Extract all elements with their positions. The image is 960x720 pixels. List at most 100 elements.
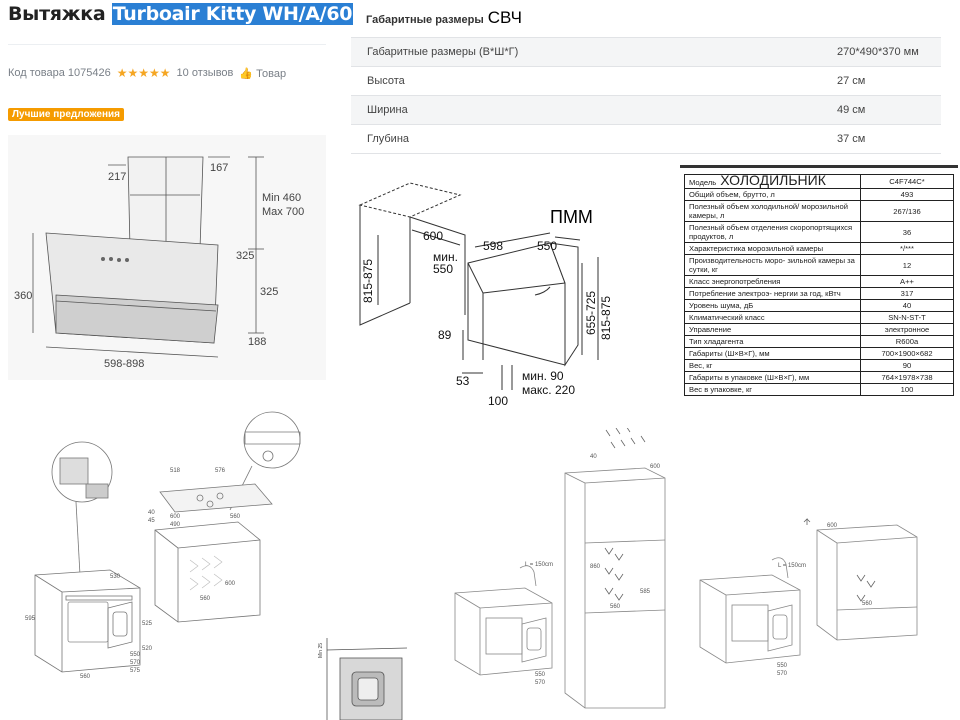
oven-dim-570: 570 (130, 660, 141, 666)
hood-dimension-drawing: 217 167 Min 460 Max 700 325 360 325 188 … (8, 135, 326, 380)
oven-dim-520: 520 (142, 646, 153, 652)
right-dim-570: 570 (777, 671, 788, 677)
table-row: Габаритные размеры (В*Ш*Г)270*490*370 мм (351, 37, 941, 67)
spec-value: A++ (860, 275, 954, 288)
product-title-prefix: Вытяжка (8, 3, 106, 25)
spec-label: Высота (351, 66, 825, 96)
tall-dim-585: 585 (640, 589, 651, 595)
spec-value: 40 (860, 299, 954, 312)
spec-value: 49 см (825, 95, 941, 125)
dim-815-875-left: 815-875 (361, 259, 375, 303)
spec-value: 267/136 (860, 200, 954, 222)
oven-dim-525: 525 (142, 621, 153, 627)
model-label: Модель (689, 178, 717, 187)
hob-dim-490: 490 (170, 522, 181, 528)
hob-dim-600: 600 (170, 514, 181, 520)
spec-value: 27 см (825, 66, 941, 96)
dim-815-875-right: 815-875 (599, 296, 613, 340)
oven-cabinet-installation-drawing: L = 150cm 600 560 550 570 (699, 518, 918, 677)
spec-label: Управление (684, 323, 861, 336)
right-dim-560: 560 (862, 601, 873, 607)
spec-label: Глубина (351, 124, 825, 154)
hob-dim-560: 560 (230, 514, 241, 520)
dim-188: 188 (248, 336, 266, 348)
best-offers-badge[interactable]: Лучшие предложения (8, 108, 125, 121)
reviews-link[interactable]: 10 отзывов (176, 67, 234, 79)
spec-value: 493 (860, 188, 954, 201)
spec-value: 764×1978×738 (860, 371, 954, 384)
tall-dim-600: 600 (650, 464, 661, 470)
wishlist-link[interactable]: 👍 Товар (239, 67, 286, 80)
spec-label: Полезный объем холодильной/ морозильной … (684, 200, 861, 222)
dim-min-90: мин. 90 (522, 369, 564, 383)
spec-value: 36 (860, 221, 954, 243)
product-title-selected[interactable]: Turboair Kitty WH/A/60 (111, 3, 354, 25)
microwave-tag: СВЧ (487, 8, 522, 27)
thumbs-up-icon: 👍 (239, 67, 254, 80)
oven-dim-595: 595 (25, 616, 36, 622)
dim-655-725: 655-725 (584, 291, 598, 335)
spec-value: 12 (860, 254, 954, 276)
cab-dim-560: 560 (200, 596, 211, 602)
table-row: Производительность моро- зильной камеры … (684, 254, 954, 276)
dim-550: 550 (537, 239, 557, 253)
rating-stars-icon[interactable]: ★★★★★ (116, 66, 171, 80)
spec-value: */*** (860, 242, 954, 255)
divider (8, 44, 326, 45)
spec-value: 700×1900×682 (860, 347, 954, 360)
dishwasher-dimension-drawing: 600 598 550 мин. 550 89 53 100 мин. 90 м… (358, 182, 613, 408)
fridge-tag: ХОЛОДИЛЬНИК (720, 172, 826, 188)
spec-label: Тип хладагента (684, 335, 861, 348)
spec-value: C4F744C* (860, 174, 954, 189)
dim-325b: 325 (260, 286, 278, 298)
hob-dim-576: 576 (215, 468, 226, 474)
corner-dim-min: Min 25 (318, 643, 324, 658)
product-title: Вытяжка Turboair Kitty WH/A/60 (8, 3, 354, 25)
dim-width: 598-898 (104, 358, 144, 370)
spec-label: Потребление электроэ- нергии за год, кВт… (684, 287, 861, 300)
oven-hob-installation-drawing: 518 576 600 490 560 45 40 600 560 530 59… (25, 411, 301, 680)
hob-dim-45: 45 (148, 518, 155, 524)
dim-89: 89 (438, 328, 452, 342)
spec-label: Ширина (351, 95, 825, 125)
table-row: Полезный объем отделения скоропортящихся… (684, 221, 954, 243)
corner-installation-drawing: Min 25 (318, 638, 408, 720)
dim-598: 598 (483, 239, 503, 253)
oven-dim-560: 560 (80, 674, 91, 680)
microwave-header-label: Габаритные размеры (366, 14, 484, 26)
spec-label: Характеристика морозильной камеры (684, 242, 861, 255)
spec-label: Класс энергопотребления (684, 275, 861, 288)
spec-value: 270*490*370 мм (825, 37, 941, 67)
spec-label: Габариты (Ш×В×Г), мм (684, 347, 861, 360)
hob-dim-40: 40 (148, 510, 155, 516)
tall-dim-860: 860 (590, 564, 601, 570)
spec-label: Уровень шума, дБ (684, 299, 861, 312)
spec-label: Вес, кг (684, 359, 861, 372)
hob-dim-518: 518 (170, 468, 181, 474)
dim-max-220: макс. 220 (522, 383, 575, 397)
spec-value: 100 (860, 383, 954, 396)
spec-value: R600a (860, 335, 954, 348)
spec-label: Полезный объем отделения скоропортящихся… (684, 221, 861, 243)
oven-dim-530: 530 (110, 574, 121, 580)
tall-dim-550: 550 (535, 672, 546, 678)
tall-dim-40: 40 (590, 454, 597, 460)
spec-value: 90 (860, 359, 954, 372)
right-dim-600: 600 (827, 523, 838, 529)
dim-max: Max 700 (262, 206, 304, 218)
table-row: Потребление электроэ- нергии за год, кВт… (684, 287, 954, 300)
